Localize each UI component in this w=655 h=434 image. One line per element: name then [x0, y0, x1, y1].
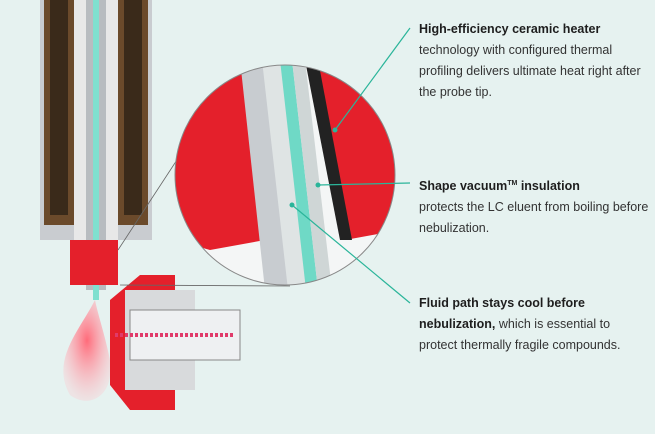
callout-fluid-title: Fluid path stays cool before nebulizatio…	[419, 296, 585, 331]
callout-fluid-text: which is essential to protect thermally …	[419, 317, 621, 352]
callout-vacuum: Shape vacuumTM insulation protects the L…	[419, 173, 649, 239]
callout-vacuum-text: protects the LC eluent from boiling befo…	[419, 200, 649, 236]
callout-vacuum-title: Shape vacuum	[419, 179, 508, 194]
callout-lines	[291, 27, 411, 304]
heater-block	[70, 240, 118, 285]
source-block	[110, 275, 241, 410]
spray-plume	[63, 300, 111, 401]
trademark: TM	[507, 180, 518, 187]
callout-fluid: Fluid path stays cool before nebulizatio…	[419, 293, 649, 356]
callout-heater: High-efficiency ceramic heater technolog…	[419, 19, 649, 103]
callout-vacuum-title-end: insulation	[517, 179, 580, 194]
callout-heater-title: High-efficiency ceramic heater	[419, 22, 601, 36]
callout-heater-text: technology with configured thermal profi…	[419, 43, 641, 99]
probe-housing	[40, 0, 152, 300]
magnified-view	[175, 65, 395, 285]
